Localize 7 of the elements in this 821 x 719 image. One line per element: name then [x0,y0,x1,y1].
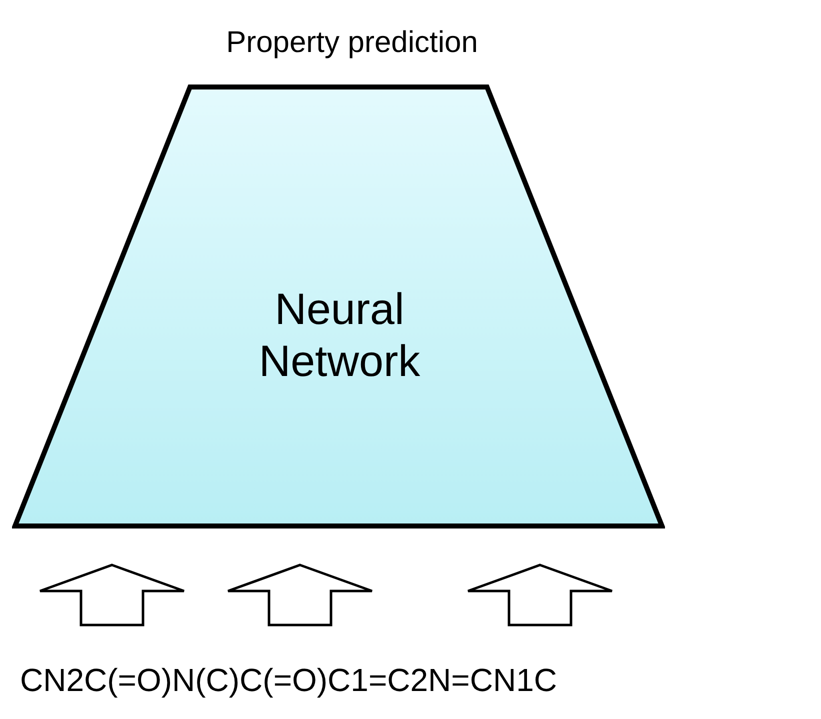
block-arrow [38,564,186,626]
node-label: Neural Network [258,284,422,388]
block-arrow [466,564,614,626]
output-label: Property prediction [225,26,479,60]
block-arrow [226,564,374,626]
trapezoid-shape [12,84,665,529]
smiles-text: CN2C(=O)N(C)C(=O)C1=C2N=CN1C [19,662,558,699]
